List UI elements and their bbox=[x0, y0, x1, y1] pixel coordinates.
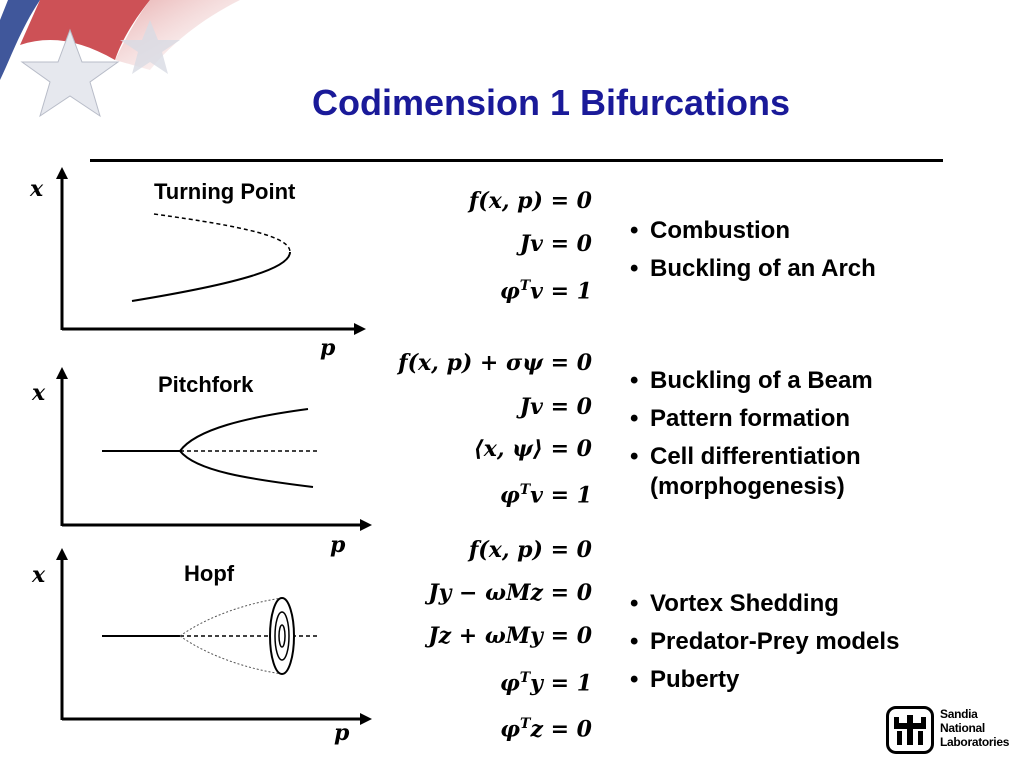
upper-branch bbox=[179, 408, 309, 452]
list-item: Puberty bbox=[630, 665, 899, 695]
limit-cycle-outer bbox=[269, 597, 295, 675]
y-axis-arrow bbox=[56, 167, 68, 179]
list-item: Predator-Prey models bbox=[630, 627, 899, 657]
pitchfork-title: Pitchfork bbox=[158, 372, 254, 397]
limit-cycle-envelope-bottom bbox=[179, 635, 283, 675]
x-axis-arrow bbox=[360, 519, 372, 531]
pitchfork-equation-2: Jv = 0 bbox=[519, 394, 592, 420]
limit-cycle-middle bbox=[274, 611, 290, 661]
x-axis-arrow bbox=[360, 713, 372, 725]
sandia-thunderbird-icon bbox=[886, 706, 934, 754]
stable-branch bbox=[131, 251, 291, 302]
turning-point-equation-2: Jv = 0 bbox=[519, 231, 592, 257]
list-item: Combustion bbox=[630, 216, 876, 246]
hopf-equation-2: Jy − ωMz = 0 bbox=[428, 580, 592, 606]
pitchfork-equation-4: φTv = 1 bbox=[499, 482, 592, 509]
pitchfork-equation-3: ⟨x, ψ⟩ = 0 bbox=[473, 436, 592, 462]
turning-point-x-label: p bbox=[320, 335, 336, 361]
hopf-title: Hopf bbox=[184, 561, 235, 586]
limit-cycle-envelope-top bbox=[179, 597, 283, 637]
hopf-x-label: p bbox=[334, 720, 350, 746]
list-item: Cell differentiation (morphogenesis) bbox=[630, 442, 920, 502]
list-item: Buckling of an Arch bbox=[630, 254, 876, 284]
pitchfork-y-label: x bbox=[32, 380, 46, 406]
turning-point-equation-1: f(x, p) = 0 bbox=[468, 188, 592, 214]
hopf-equation-4: φTy = 1 bbox=[499, 670, 592, 697]
pitchfork-x-label: p bbox=[330, 532, 346, 558]
slide-title: Codimension 1 Bifurcations bbox=[312, 82, 791, 123]
turning-point-plot bbox=[56, 167, 366, 335]
hopf-equation-5: φTz = 0 bbox=[500, 716, 592, 743]
hopf-equation-3: Jz + ωMy = 0 bbox=[428, 623, 592, 649]
turning-point-applications: Combustion Buckling of an Arch bbox=[630, 216, 876, 292]
list-item: Pattern formation bbox=[630, 404, 920, 434]
hopf-equation-1: f(x, p) = 0 bbox=[468, 537, 592, 563]
sandia-logo: Sandia National Laboratories bbox=[886, 706, 1014, 760]
pitchfork-applications: Buckling of a Beam Pattern formation Cel… bbox=[630, 366, 920, 510]
sandia-logo-text: Sandia National Laboratories bbox=[940, 707, 1010, 749]
turning-point-y-label: x bbox=[30, 176, 44, 202]
turning-point-title: Turning Point bbox=[154, 179, 296, 204]
y-axis-arrow bbox=[56, 367, 68, 379]
lower-branch bbox=[179, 450, 314, 488]
list-item: Buckling of a Beam bbox=[630, 366, 920, 396]
x-axis-arrow bbox=[354, 323, 366, 335]
hopf-y-label: x bbox=[32, 562, 46, 588]
flag-star-decoration bbox=[0, 0, 240, 118]
pitchfork-plot bbox=[56, 367, 372, 531]
limit-cycle-inner bbox=[278, 624, 286, 648]
y-axis-arrow bbox=[56, 548, 68, 560]
hopf-applications: Vortex Shedding Predator-Prey models Pub… bbox=[630, 589, 899, 703]
unstable-branch bbox=[153, 213, 291, 253]
turning-point-equation-3: φTv = 1 bbox=[499, 278, 592, 305]
title-divider bbox=[90, 159, 943, 162]
list-item: Vortex Shedding bbox=[630, 589, 899, 619]
hopf-plot bbox=[56, 548, 372, 725]
pitchfork-equation-1: f(x, p) + σψ = 0 bbox=[398, 350, 592, 376]
